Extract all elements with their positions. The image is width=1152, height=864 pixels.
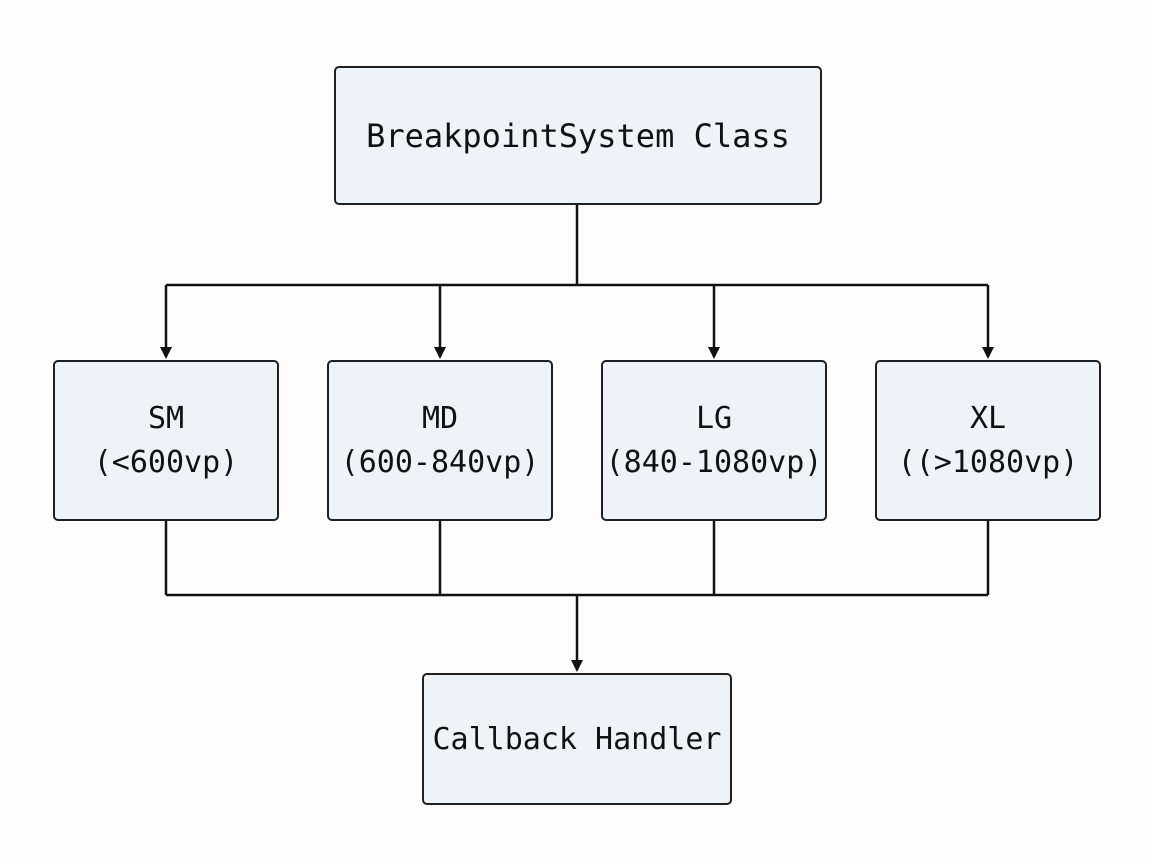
node-label: BreakpointSystem Class xyxy=(366,116,790,155)
node-breakpoint-lg: LG (840-1080vp) xyxy=(601,360,827,521)
breakpoint-name: MD xyxy=(421,400,459,436)
breakpoint-name: SM xyxy=(147,400,185,436)
breakpoint-range: (840-1080vp) xyxy=(605,444,823,480)
breakpoint-range: (<600vp) xyxy=(93,444,239,480)
breakpoint-name: LG xyxy=(695,400,733,436)
node-breakpoint-system-class: BreakpointSystem Class xyxy=(334,66,822,205)
breakpoint-range: ((>1080vp) xyxy=(897,444,1079,480)
node-label: Callback Handler xyxy=(432,721,722,757)
node-breakpoint-xl: XL ((>1080vp) xyxy=(875,360,1101,521)
node-callback-handler: Callback Handler xyxy=(422,673,732,805)
node-breakpoint-md: MD (600-840vp) xyxy=(327,360,553,521)
breakpoint-name: XL xyxy=(969,400,1007,436)
node-breakpoint-sm: SM (<600vp) xyxy=(53,360,279,521)
breakpoint-range: (600-840vp) xyxy=(340,444,540,480)
